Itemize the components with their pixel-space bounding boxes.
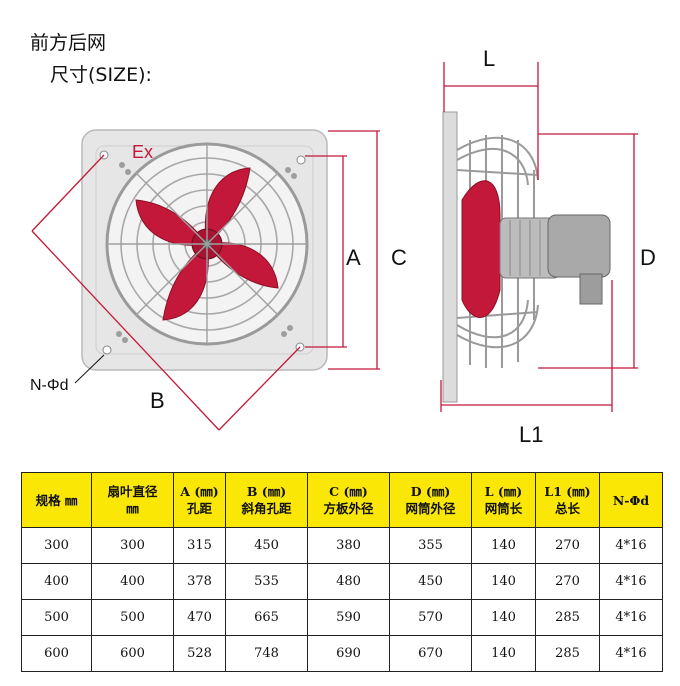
cell: 380 bbox=[307, 527, 390, 564]
header-l: L (㎜)网筒长 bbox=[471, 472, 536, 528]
cell: 355 bbox=[389, 527, 472, 564]
cell: 4*16 bbox=[599, 527, 663, 564]
cell: 400 bbox=[91, 563, 174, 600]
label-c: C bbox=[391, 245, 407, 270]
label-d: D bbox=[640, 245, 656, 270]
header-d: D (㎜)网筒外径 bbox=[389, 472, 472, 528]
cell: 285 bbox=[535, 599, 600, 636]
cell: 535 bbox=[225, 563, 308, 600]
leader-n-phi-d bbox=[74, 354, 105, 384]
cell: 140 bbox=[471, 599, 536, 636]
cell: 665 bbox=[225, 599, 308, 636]
cell: 140 bbox=[471, 527, 536, 564]
cell: 500 bbox=[21, 599, 92, 636]
dimension-lines-side bbox=[440, 62, 638, 412]
cell: 4*16 bbox=[599, 563, 663, 600]
guard-spokes bbox=[107, 144, 307, 344]
cell: 528 bbox=[173, 635, 226, 672]
cell: 300 bbox=[21, 527, 92, 564]
motor-housing bbox=[547, 214, 611, 278]
cell: 400 bbox=[21, 563, 92, 600]
side-panel bbox=[442, 111, 458, 403]
mount-hole-bl bbox=[102, 345, 112, 355]
header-spec: 规格 ㎜ bbox=[21, 472, 92, 528]
cell: 270 bbox=[535, 527, 600, 564]
motor-cable-gland bbox=[579, 273, 603, 305]
cell: 748 bbox=[225, 635, 308, 672]
header-b: B (㎜)斜角孔距 bbox=[225, 472, 308, 528]
cell: 300 bbox=[91, 527, 174, 564]
cell: 670 bbox=[389, 635, 472, 672]
header-l1: L1 (㎜)总长 bbox=[535, 472, 600, 528]
cell: 470 bbox=[173, 599, 226, 636]
ex-mark: Ex bbox=[132, 142, 153, 162]
header-c: C (㎜)方板外径 bbox=[307, 472, 390, 528]
cell: 600 bbox=[91, 635, 174, 672]
cell: 570 bbox=[389, 599, 472, 636]
motor-fins bbox=[509, 220, 541, 276]
label-l: L bbox=[483, 46, 495, 71]
cell: 590 bbox=[307, 599, 390, 636]
label-l1: L1 bbox=[519, 422, 543, 447]
cell: 480 bbox=[307, 563, 390, 600]
cell: 4*16 bbox=[599, 635, 663, 672]
header-n-phi-d: N-Φd bbox=[599, 472, 663, 528]
cell: 315 bbox=[173, 527, 226, 564]
cell: 140 bbox=[471, 635, 536, 672]
cell: 500 bbox=[91, 599, 174, 636]
label-b: B bbox=[150, 388, 165, 413]
label-n-phi-d: N-Φd bbox=[30, 377, 69, 394]
fan-dimension-diagram: Ex bbox=[30, 46, 656, 447]
heading-front-panel-rear-guard: 前方后网 bbox=[30, 32, 107, 54]
bolt-pairs bbox=[116, 162, 297, 343]
heading-size: 尺寸(SIZE): bbox=[50, 64, 152, 86]
front-view: Ex bbox=[81, 129, 328, 371]
cell: 450 bbox=[389, 563, 472, 600]
header-a: A (㎜)孔距 bbox=[173, 472, 226, 528]
cell: 270 bbox=[535, 563, 600, 600]
mount-hole-tr bbox=[296, 155, 306, 165]
cell: 378 bbox=[173, 563, 226, 600]
dimension-lines-front bbox=[31, 130, 380, 431]
side-view bbox=[442, 111, 611, 403]
cell: 600 bbox=[21, 635, 92, 672]
cell: 4*16 bbox=[599, 599, 663, 636]
cell: 690 bbox=[307, 635, 390, 672]
side-blade bbox=[461, 180, 501, 318]
cell: 285 bbox=[535, 635, 600, 672]
cell: 450 bbox=[225, 527, 308, 564]
cell: 140 bbox=[471, 563, 536, 600]
label-a: A bbox=[346, 245, 361, 270]
